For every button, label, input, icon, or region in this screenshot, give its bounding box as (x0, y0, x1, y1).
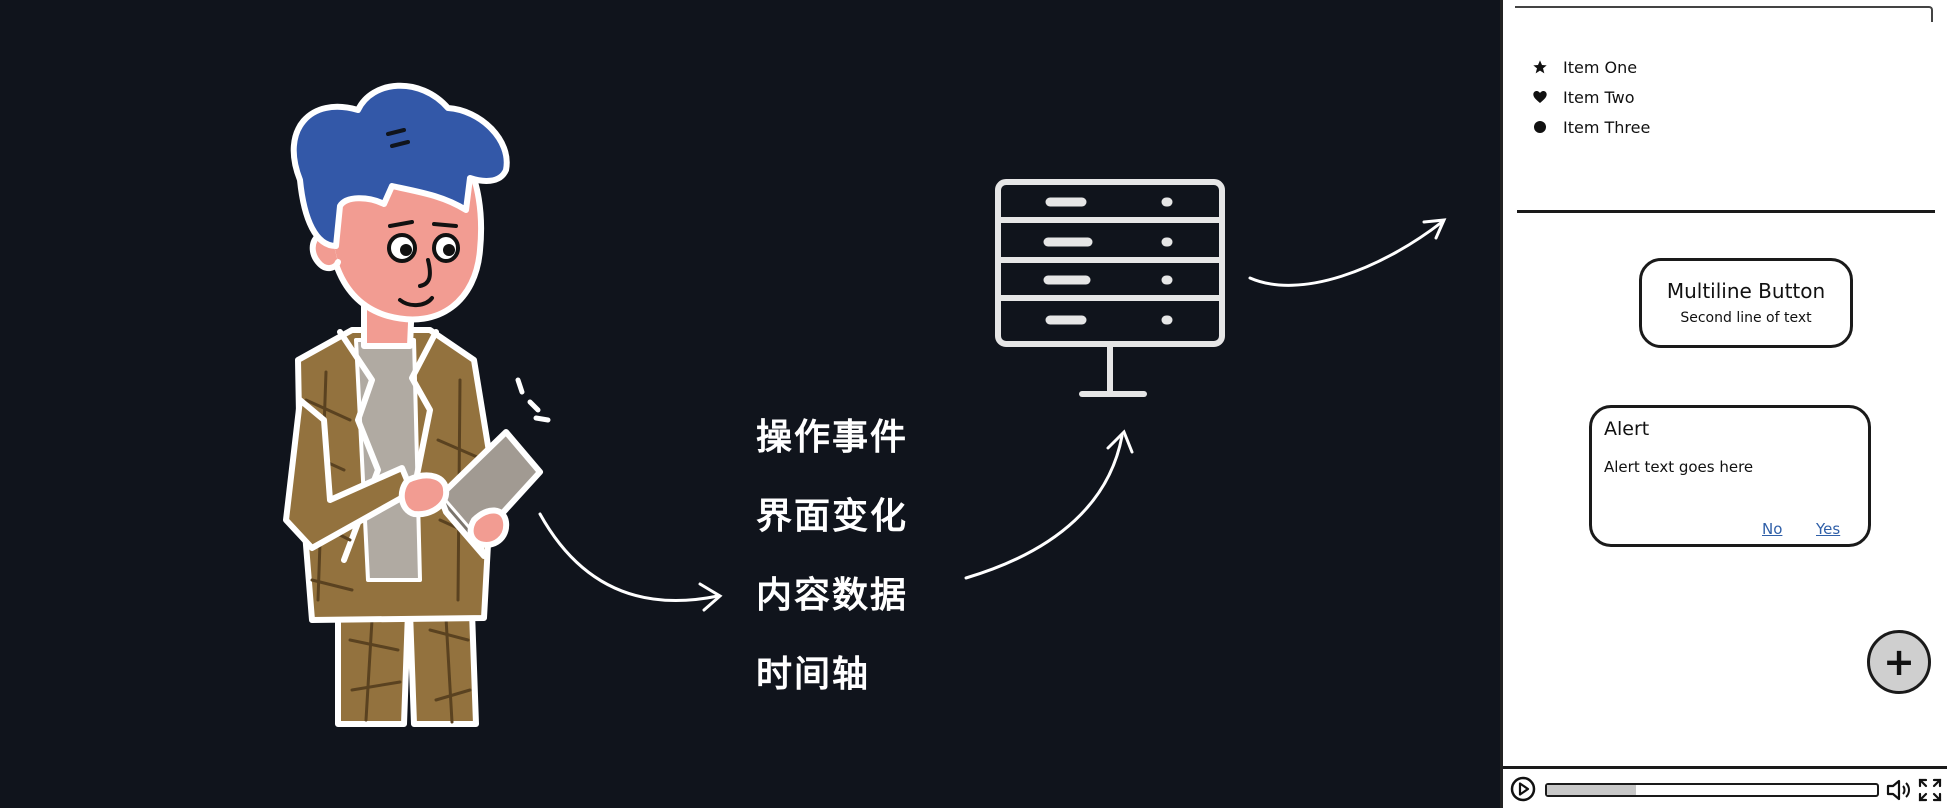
media-player-bar (1503, 766, 1947, 808)
plus-icon: + (1883, 640, 1915, 684)
label-operation-events: 操作事件 (756, 417, 909, 458)
progress-fill (1547, 785, 1637, 795)
wireframe-mockup: Item One Item Two Item Three Multiline B… (1500, 0, 1947, 808)
volume-icon[interactable] (1885, 777, 1913, 803)
multiline-button[interactable]: Multiline Button Second line of text (1639, 258, 1853, 348)
multiline-button-subtitle: Second line of text (1680, 310, 1812, 326)
alert-title: Alert (1604, 418, 1650, 440)
label-ui-changes: 界面变化 (756, 496, 909, 537)
multiline-button-title: Multiline Button (1666, 279, 1826, 303)
arrow-labels-to-server (964, 429, 1134, 580)
list-item-label: Item Three (1563, 117, 1651, 137)
alert-message: Alert text goes here (1604, 458, 1754, 476)
concept-labels: 操作事件 界面变化 内容数据 时间轴 (756, 418, 976, 734)
heart-icon (1531, 88, 1549, 106)
alert-yes-link[interactable]: Yes (1816, 520, 1841, 538)
play-icon[interactable] (1509, 775, 1537, 803)
person-illustration (283, 82, 551, 727)
list-item-label: Item Two (1563, 87, 1635, 107)
section-divider (1517, 210, 1935, 213)
item-list: Item One Item Two Item Three (1531, 52, 1650, 142)
arrow-server-to-mockup (1248, 218, 1447, 287)
add-fab-button[interactable]: + (1867, 630, 1931, 694)
server-monitor-icon (995, 179, 1225, 397)
list-item-two[interactable]: Item Two (1531, 82, 1650, 112)
label-timeline: 时间轴 (756, 654, 871, 695)
fullscreen-icon[interactable] (1917, 777, 1943, 803)
list-item-label: Item One (1563, 57, 1638, 77)
label-content-data: 内容数据 (756, 575, 909, 616)
mockup-frame-edge (1515, 6, 1933, 22)
alert-no-link[interactable]: No (1762, 520, 1783, 538)
progress-track[interactable] (1545, 783, 1879, 797)
star-icon (1531, 58, 1549, 76)
circle-icon (1531, 118, 1549, 136)
arrow-person-to-labels (538, 512, 723, 612)
list-item-one[interactable]: Item One (1531, 52, 1650, 82)
illustration-layer (283, 82, 1447, 727)
list-item-three[interactable]: Item Three (1531, 112, 1650, 142)
alert-dialog: Alert Alert text goes here No Yes (1589, 405, 1871, 547)
